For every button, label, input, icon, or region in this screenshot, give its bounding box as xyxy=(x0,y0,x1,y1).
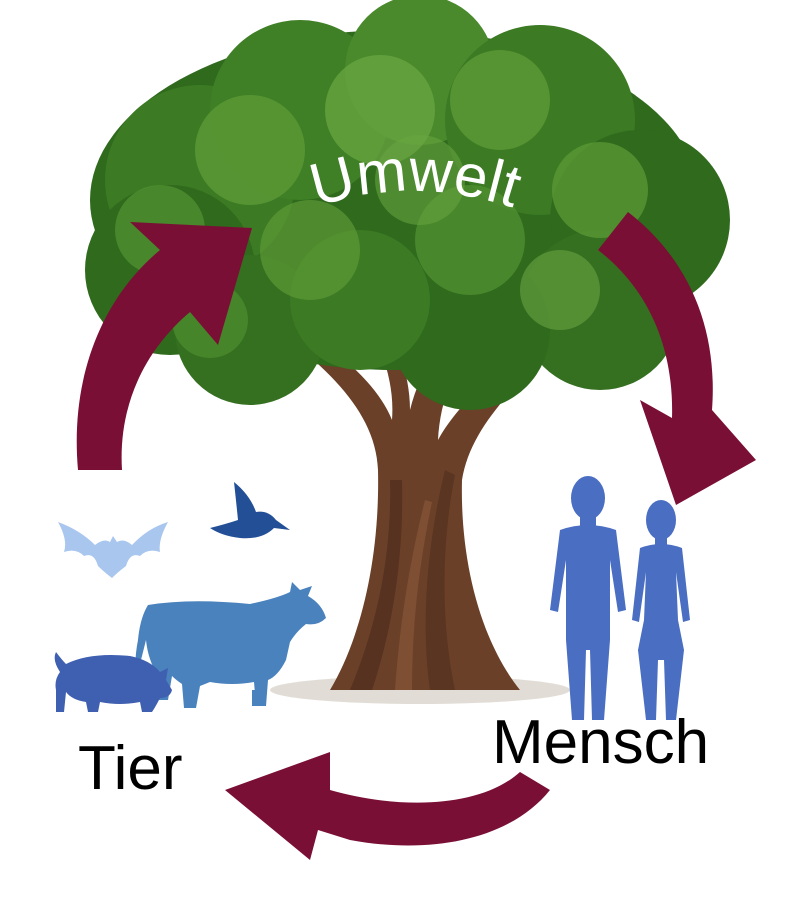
tier-label: Tier xyxy=(78,734,183,803)
arrow-umwelt-to-mensch xyxy=(598,212,756,505)
arrow-mensch-to-tier xyxy=(225,752,550,860)
woman-silhouette-icon xyxy=(632,500,690,720)
bat-icon xyxy=(58,522,168,578)
man-silhouette-icon xyxy=(550,476,626,720)
arrow-tier-to-umwelt xyxy=(76,222,252,470)
cow-icon xyxy=(135,582,326,708)
pig-icon xyxy=(54,652,172,712)
bird-icon xyxy=(210,482,290,539)
mensch-label: Mensch xyxy=(492,708,710,777)
tree-foliage xyxy=(85,0,730,410)
tree-icon xyxy=(85,0,730,704)
mensch-group xyxy=(550,476,690,720)
tier-group xyxy=(54,482,326,712)
cycle-arrows xyxy=(76,212,756,860)
